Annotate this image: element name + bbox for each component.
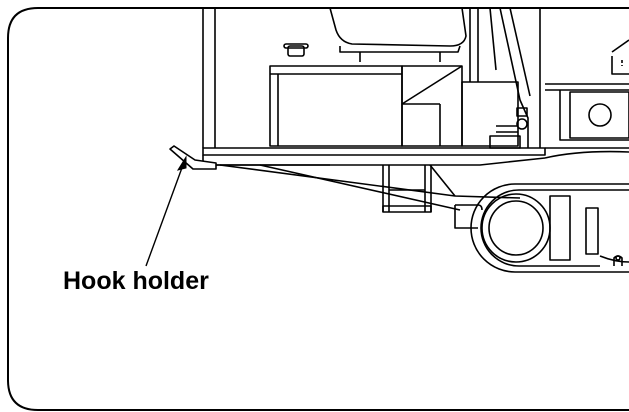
step-ladder <box>382 165 432 213</box>
callout-arrowhead <box>176 155 187 171</box>
machine-body <box>202 8 546 211</box>
drive-housing <box>544 39 629 159</box>
seat <box>329 8 467 62</box>
fuel-tank <box>269 43 463 147</box>
figure-frame <box>7 7 629 411</box>
right-frame <box>461 8 541 149</box>
hook-holder-bracket <box>169 145 217 170</box>
callout-leader-line <box>145 164 184 267</box>
crawler-track <box>454 183 629 273</box>
hook-holder-label: Hook holder <box>63 267 209 295</box>
